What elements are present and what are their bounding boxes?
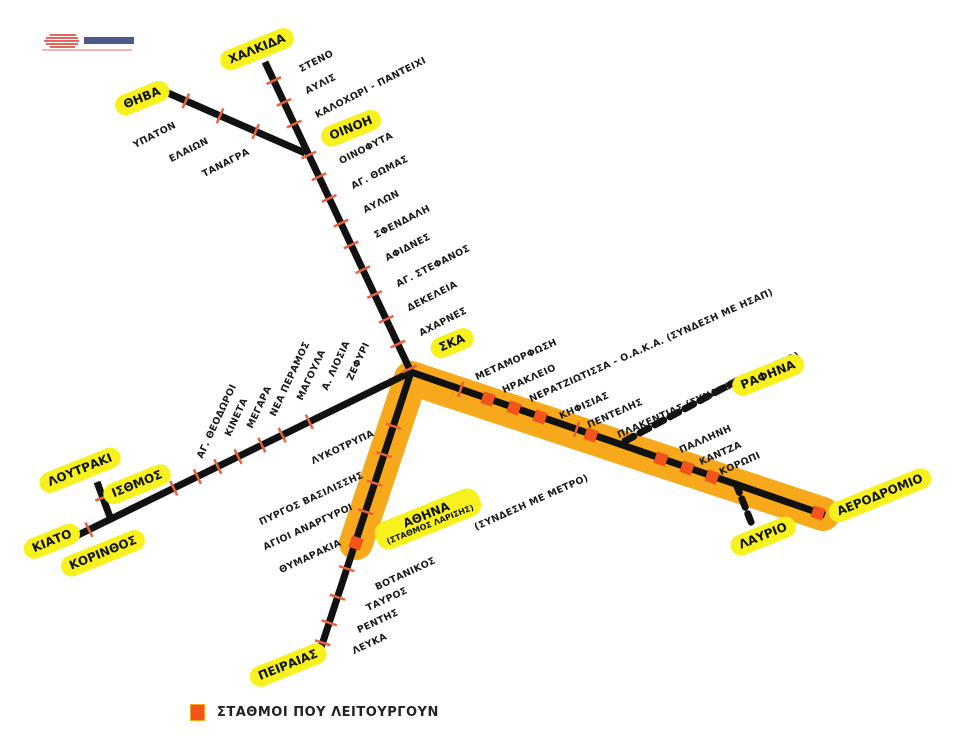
- operating-station-marker: [679, 460, 695, 476]
- operating-station-swatch: [190, 704, 205, 721]
- station-tick: [84, 521, 94, 538]
- station-tick: [181, 92, 191, 109]
- station-tick: [233, 448, 243, 465]
- station-tick: [192, 468, 203, 485]
- track-piraeus: [314, 370, 415, 659]
- station-tick: [311, 172, 327, 182]
- station-tick: [213, 458, 223, 475]
- operating-station-marker: [810, 505, 826, 521]
- station-tick: [169, 480, 179, 496]
- station-tick: [321, 193, 338, 203]
- operating-station-marker: [348, 535, 364, 551]
- station-tick: [385, 422, 402, 430]
- track-airport: [409, 368, 827, 519]
- track-west: [70, 368, 413, 542]
- station-tick: [301, 150, 317, 160]
- legend-label: ΣΤΑΘΜΟΙ ΠΟΥ ΛΕΙΤΟΥΡΓΟΥΝ: [217, 705, 439, 720]
- station-tick: [215, 107, 225, 124]
- legend: ΣΤΑΘΜΟΙ ΠΟΥ ΛΕΙΤΟΥΡΓΟΥΝ: [190, 704, 439, 721]
- station-tick: [376, 450, 393, 459]
- operating-station-marker: [704, 469, 720, 485]
- station-tick: [355, 265, 371, 275]
- station-tick: [257, 437, 267, 453]
- station-tick: [329, 593, 346, 601]
- operating-station-marker: [506, 400, 522, 416]
- operating-station-marker: [583, 427, 599, 443]
- station-tick: [572, 421, 581, 438]
- station-tick: [321, 619, 338, 627]
- operator-logo: [42, 34, 134, 51]
- station-tick: [251, 123, 261, 140]
- station-tick: [378, 314, 394, 324]
- track-rafina-dashed: [621, 374, 746, 445]
- station-tick: [357, 507, 374, 516]
- station-tick: [276, 97, 292, 107]
- station-tick: [401, 364, 418, 374]
- operating-station-marker: [480, 391, 496, 407]
- station-tick: [390, 339, 406, 349]
- track-thiva: [166, 89, 307, 157]
- station-tick: [265, 76, 282, 86]
- station-tick: [333, 218, 349, 228]
- station-tick: [456, 381, 465, 398]
- operating-station-marker: [653, 451, 669, 467]
- station-tick: [277, 427, 287, 443]
- station-tick: [286, 119, 302, 129]
- station-tick: [366, 289, 383, 300]
- track-loutraki: [93, 480, 114, 519]
- track-lavrio-dashed: [732, 480, 757, 531]
- station-tick: [343, 240, 359, 250]
- station-tick: [304, 414, 314, 430]
- station-tick: [338, 564, 355, 573]
- station-tick: [366, 479, 383, 487]
- station-tick: [314, 639, 331, 647]
- operating-station-marker: [532, 409, 548, 425]
